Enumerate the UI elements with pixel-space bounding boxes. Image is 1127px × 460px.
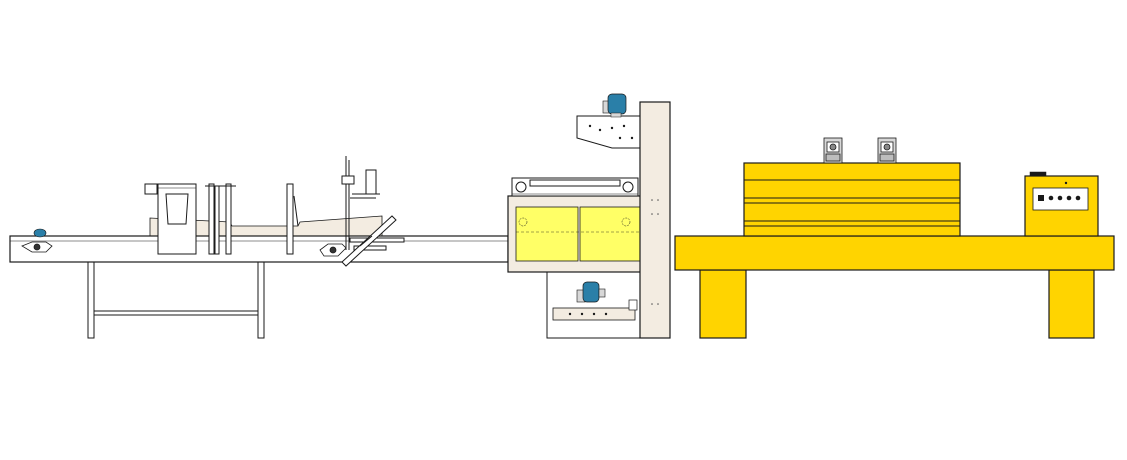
heating-hood	[743, 162, 961, 237]
fan-motor-left-icon	[823, 137, 843, 164]
film-window-right	[579, 206, 641, 262]
film-wrapping-station	[507, 93, 671, 339]
bearing-block-right	[319, 243, 347, 257]
film-roller-assembly	[511, 177, 639, 197]
conveyor-legs	[87, 261, 265, 339]
tunnel-leg-left	[699, 269, 747, 339]
sensor-icon	[33, 228, 47, 238]
tunnel-base	[674, 235, 1115, 271]
infeed-conveyor	[9, 156, 509, 339]
product-dividers	[205, 183, 299, 255]
lower-drive-motor-icon	[576, 281, 606, 303]
film-window-left	[515, 206, 579, 262]
stacking-tower	[341, 156, 405, 267]
vertical-column	[639, 101, 671, 339]
pusher-unit	[144, 183, 197, 255]
bearing-block-left	[21, 241, 53, 253]
tunnel-leg-right	[1048, 269, 1095, 339]
fan-motor-right-icon	[877, 137, 897, 164]
control-panel-knobs	[1038, 195, 1081, 201]
conveyor-belt-frame	[9, 235, 509, 263]
shrink-tunnel	[674, 137, 1115, 339]
top-drive-motor-icon	[602, 93, 627, 118]
control-box	[1024, 171, 1099, 237]
upper-bracket	[576, 115, 641, 149]
